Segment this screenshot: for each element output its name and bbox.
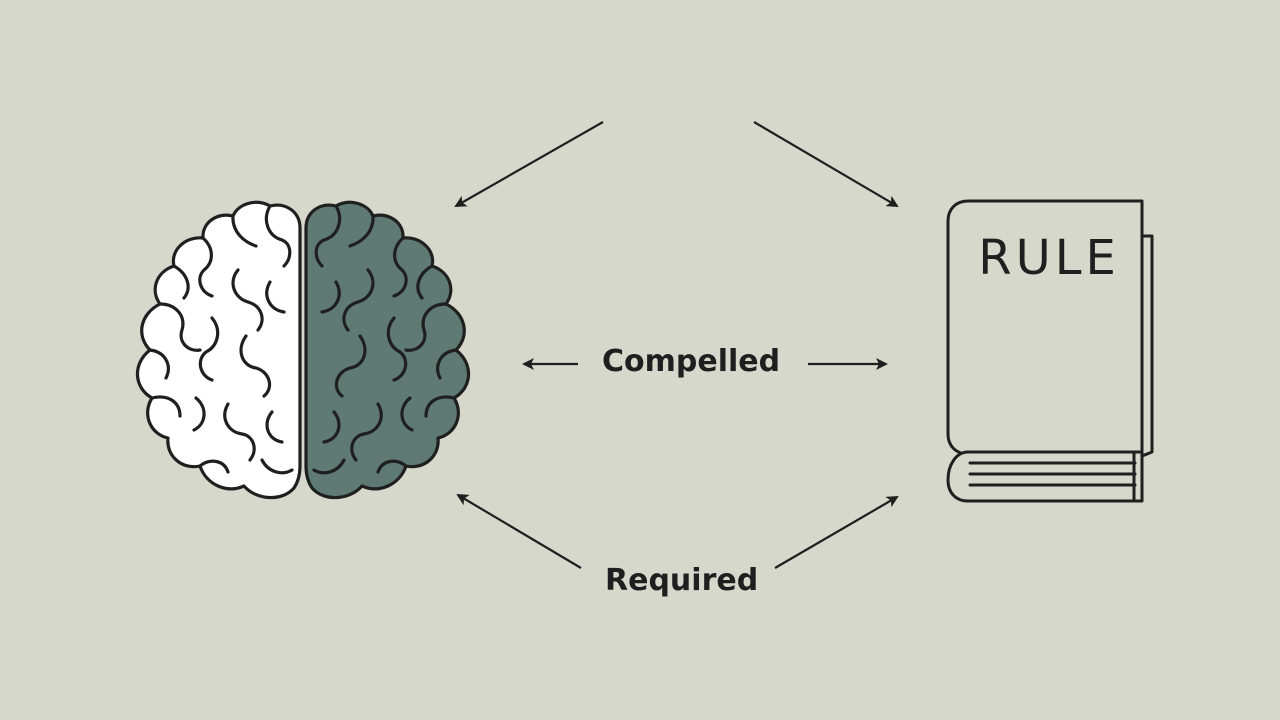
brain-right-folds bbox=[312, 204, 458, 475]
required-arrow-to-book bbox=[774, 495, 899, 569]
book-title: RULE bbox=[978, 230, 1120, 286]
compelled-label: Compelled bbox=[602, 344, 781, 379]
brain-right-hemisphere bbox=[304, 200, 471, 500]
book-back-cover bbox=[1140, 234, 1154, 458]
book-pages bbox=[946, 450, 1144, 503]
brain-left-hemisphere bbox=[135, 200, 302, 500]
top-arrow-to-book bbox=[753, 121, 899, 208]
required-label: Required bbox=[605, 563, 759, 598]
brain-icon bbox=[135, 200, 471, 500]
required-arrow-to-brain bbox=[456, 493, 582, 569]
top-arrow-to-brain bbox=[454, 121, 604, 207]
brain-left-folds bbox=[148, 204, 294, 475]
book-icon bbox=[946, 199, 1154, 503]
